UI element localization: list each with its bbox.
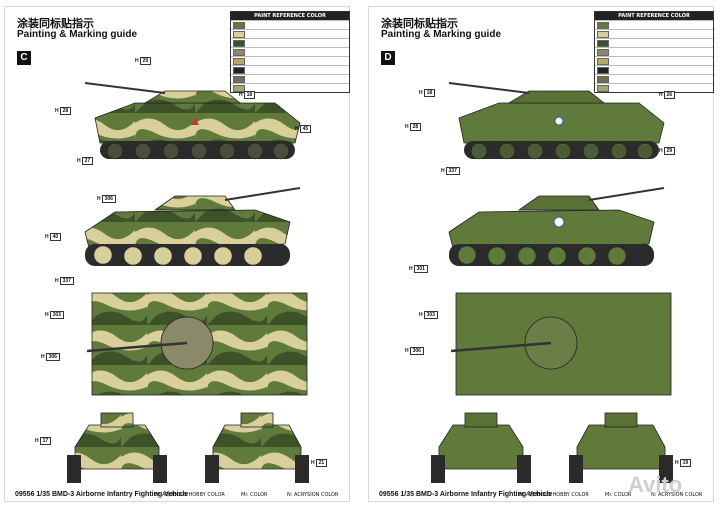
- rear-view: [569, 412, 673, 483]
- footer-key-mr-color: Mr. COLOR: [241, 492, 268, 498]
- side-view-middle: [84, 187, 301, 266]
- scheme-letter: D: [381, 51, 395, 65]
- top-view: [87, 292, 308, 396]
- side-view-middle: [448, 187, 665, 266]
- side-view-top: [84, 82, 301, 160]
- rear-view: [205, 412, 309, 483]
- top-view: [451, 292, 672, 396]
- paint-reference-title: PAINT REFERENCE COLOR: [231, 12, 349, 20]
- footer-key-aqueous: H: AQUEOUS HOBBY COLOR: [155, 492, 225, 498]
- front-view: [431, 412, 531, 483]
- footer-product-title: 09556 1/35 BMD-3 Airborne Infantry Fight…: [15, 491, 189, 498]
- paint-reference-title: PAINT REFERENCE COLOR: [595, 12, 713, 20]
- footer-key-acrysion: N: ACRYSION COLOR: [651, 492, 703, 498]
- side-view-top: [448, 82, 665, 160]
- sheet-title-chinese: 涂装同标贴指示: [17, 17, 94, 30]
- sheet-title-english: Painting & Marking guide: [17, 29, 138, 40]
- painting-guide-sheet-c: 涂装同标贴指示 Painting & Marking guide C PAINT…: [4, 6, 350, 502]
- footer-key-mr-color: Mr. COLOR: [605, 492, 632, 498]
- painting-guide-sheet-d: 涂装同标贴指示 Painting & Marking guide D PAINT…: [368, 6, 714, 502]
- sheet-title-english: Painting & Marking guide: [381, 29, 502, 40]
- front-view: [67, 412, 167, 483]
- footer-product-title: 09556 1/35 BMD-3 Airborne Infantry Fight…: [379, 491, 553, 498]
- watermark-logo: Avito: [628, 472, 683, 497]
- scheme-letter: C: [17, 51, 31, 65]
- footer-key-acrysion: N: ACRYSION COLOR: [287, 492, 339, 498]
- sheet-title-chinese: 涂装同标贴指示: [381, 17, 458, 30]
- paint-reference-table: PAINT REFERENCE COLOR: [230, 11, 350, 93]
- footer-key-aqueous: H: AQUEOUS HOBBY COLOR: [519, 492, 589, 498]
- paint-reference-table: PAINT REFERENCE COLOR: [594, 11, 714, 93]
